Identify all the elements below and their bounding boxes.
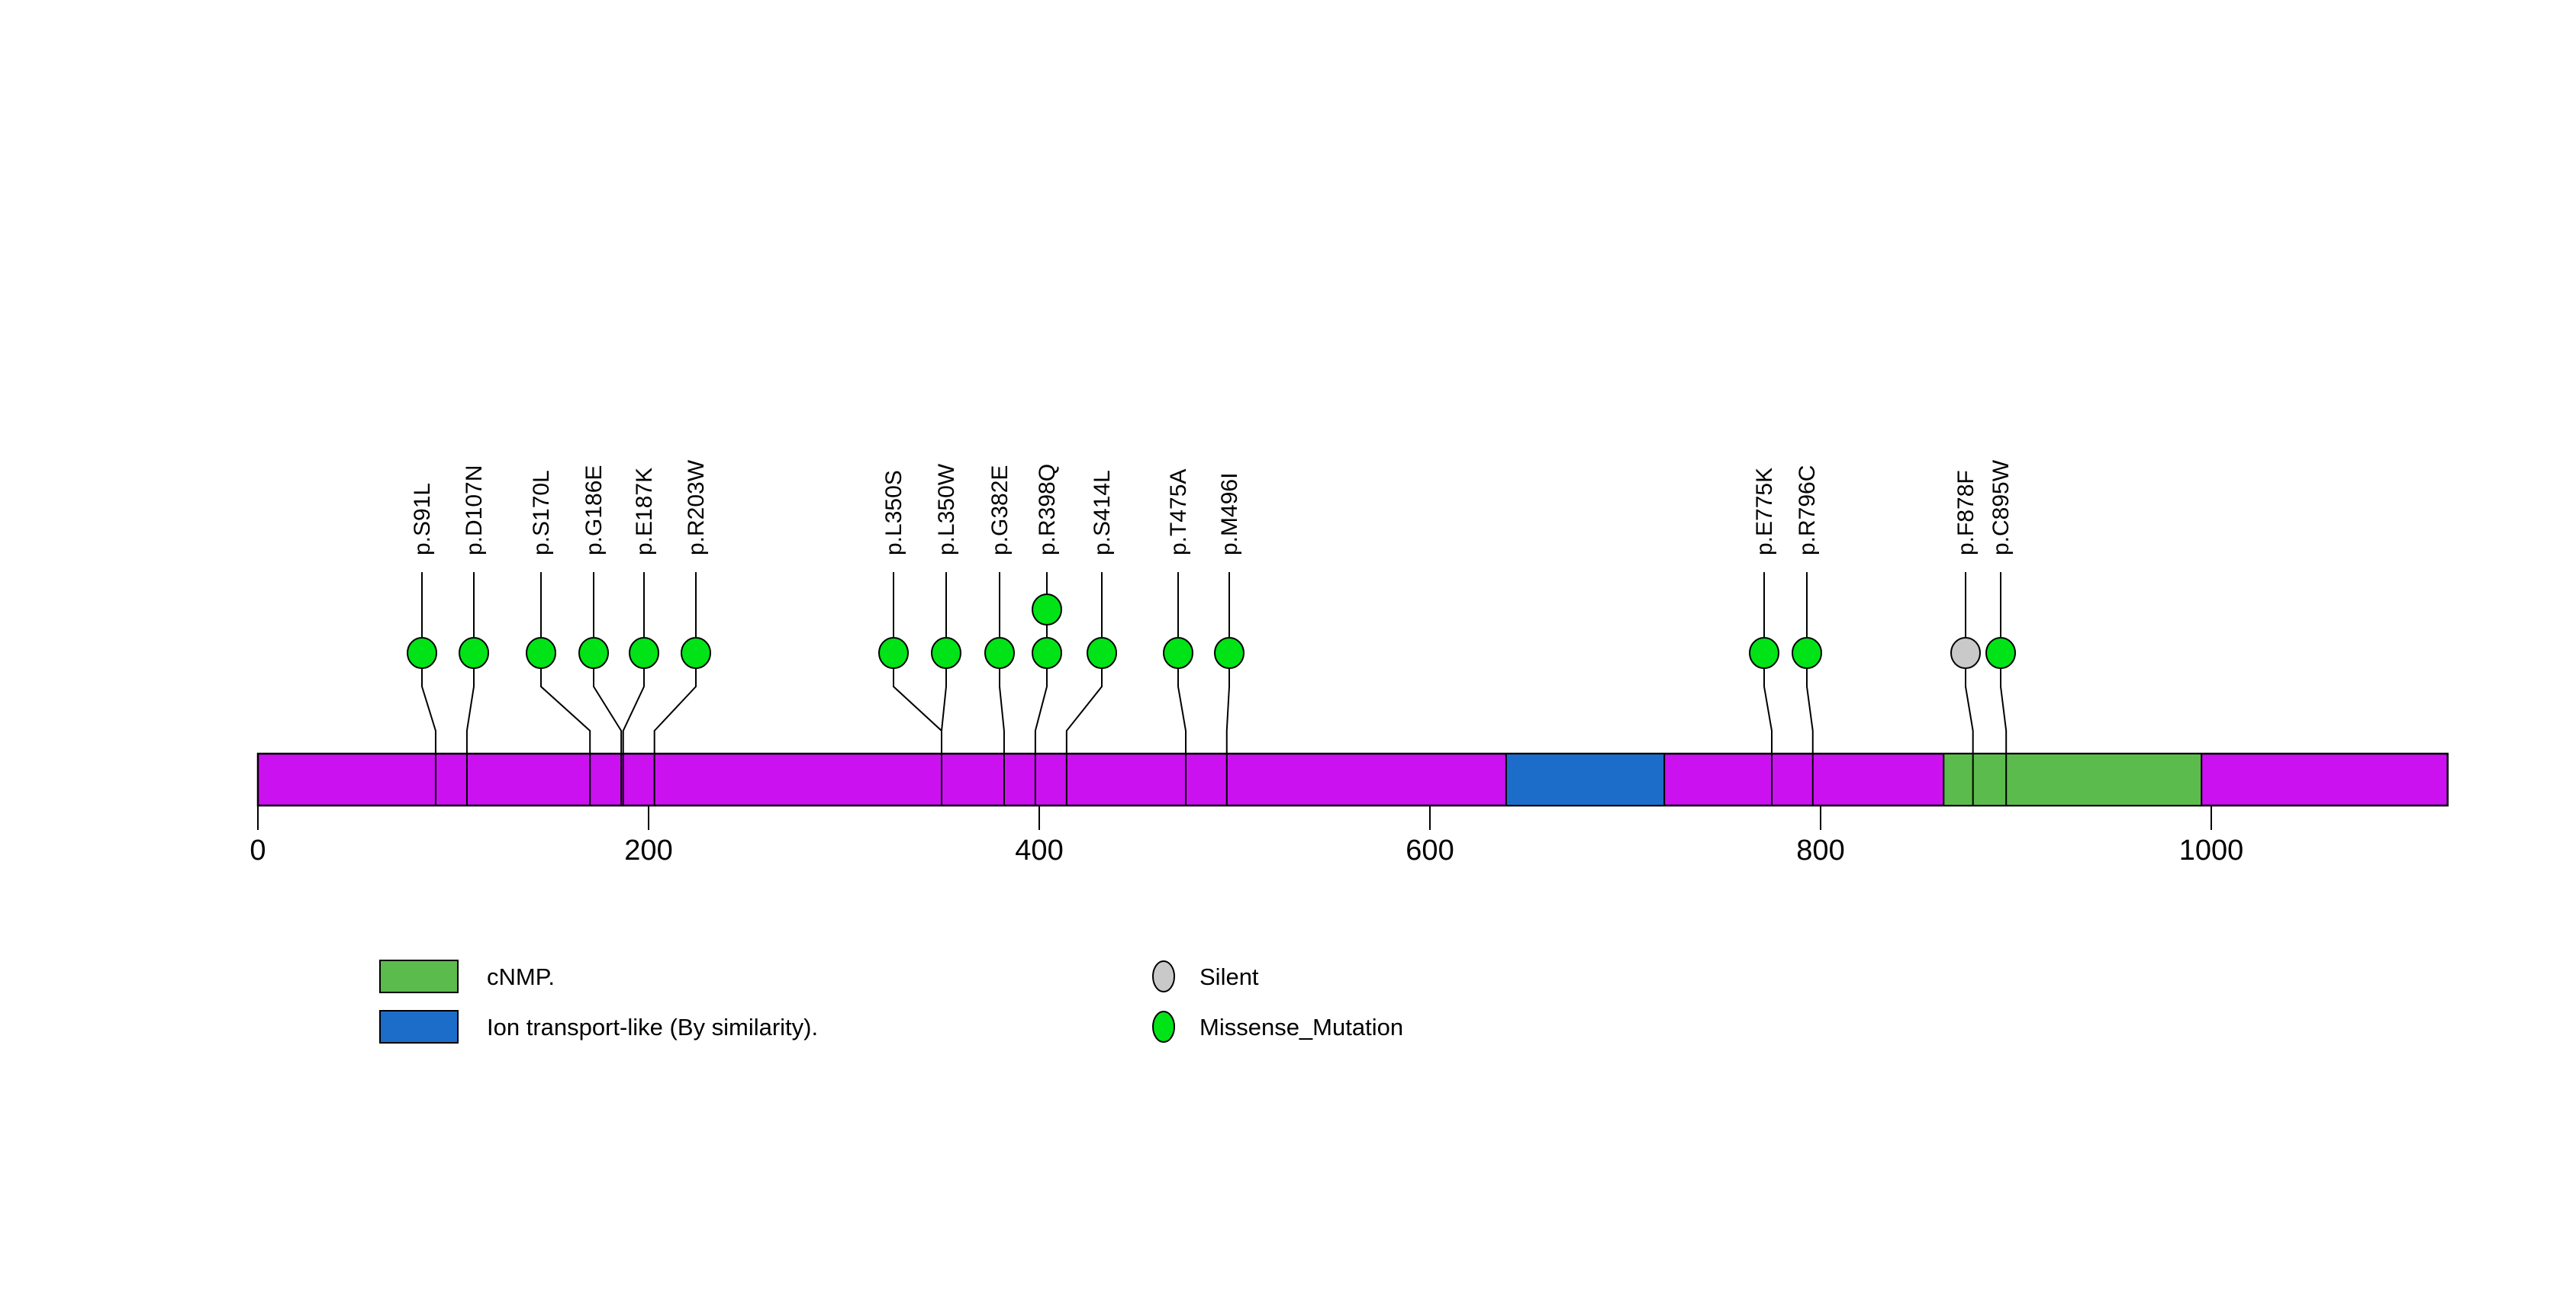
mutation-label: p.G186E [581,465,607,555]
mutation-marker [1214,637,1245,669]
legend-mutation-swatch [1152,960,1175,992]
mutation-marker [1985,637,2016,669]
mutation-stem [1806,572,1814,806]
mutation-stem [999,572,1005,806]
domain-rect-0 [1505,753,1666,806]
mutation-marker [459,637,489,669]
mutation-marker [1792,637,1822,669]
mutation-marker [1749,637,1779,669]
mutation-marker [931,637,961,669]
mutation-marker [526,637,556,669]
mutation-marker [578,637,609,669]
mutation-label: p.T475A [1166,469,1191,555]
mutation-label: p.G382E [987,465,1013,555]
mutation-stem [421,572,436,806]
mutation-label: p.C895W [1988,459,2014,555]
mutation-label: p.D107N [462,465,487,555]
mutation-stem [622,572,645,806]
mutation-marker [1163,637,1193,669]
axis-tick-label: 0 [250,835,266,867]
mutation-stem [593,572,623,806]
domain-rect-1 [1943,753,2203,806]
mutation-stem [540,572,591,806]
mutation-marker [1032,637,1062,669]
legend-domain-label: Ion transport-like (By similarity). [487,1014,818,1041]
mutation-marker [878,637,909,669]
mutation-stem [1177,572,1187,806]
mutation-marker [1032,593,1062,626]
mutation-stem [1034,572,1048,806]
mutation-label: p.S170L [529,470,554,555]
mutation-marker [1087,637,1117,669]
mutation-stem [1065,572,1103,806]
legend-domain-swatch [379,1010,459,1044]
mutation-label: p.R203W [684,459,709,555]
legend-domain-label: cNMP. [487,963,555,990]
mutation-marker [984,637,1015,669]
axis-tick-label: 200 [624,835,672,867]
mutation-label: p.S414L [1090,470,1115,555]
mutation-stem [1763,572,1773,806]
mutation-label: p.S91L [410,483,435,555]
mutation-label: p.M496I [1217,473,1242,555]
legend-mutation-swatch [1152,1011,1175,1043]
mutation-stem [2000,572,2008,806]
mutation-marker [681,637,711,669]
mutation-stem [653,572,697,806]
mutation-label: p.E187K [632,468,657,555]
mutation-marker [1950,637,1981,669]
mutation-stem [1225,572,1230,806]
axis-tick-label: 400 [1015,835,1063,867]
axis-tick-label: 800 [1796,835,1844,867]
legend-mutation-label: Missense_Mutation [1199,1014,1403,1041]
axis-tick-label: 600 [1406,835,1454,867]
mutation-stem [1965,572,1974,806]
mutation-stem [941,572,947,806]
mutation-label: p.F878F [1953,470,1979,555]
mutation-marker [629,637,659,669]
legend-domain-swatch [379,960,459,993]
mutation-label: p.L350W [934,463,959,555]
axis-tick-label: 1000 [2179,835,2244,867]
mutation-label: p.L350S [881,470,906,555]
mutation-stem [465,572,475,806]
mutation-label: p.E775K [1752,468,1777,555]
mutation-label: p.R796C [1795,465,1820,555]
mutation-marker [407,637,437,669]
mutation-label: p.R398Q [1035,464,1060,555]
legend-mutation-label: Silent [1199,963,1259,990]
